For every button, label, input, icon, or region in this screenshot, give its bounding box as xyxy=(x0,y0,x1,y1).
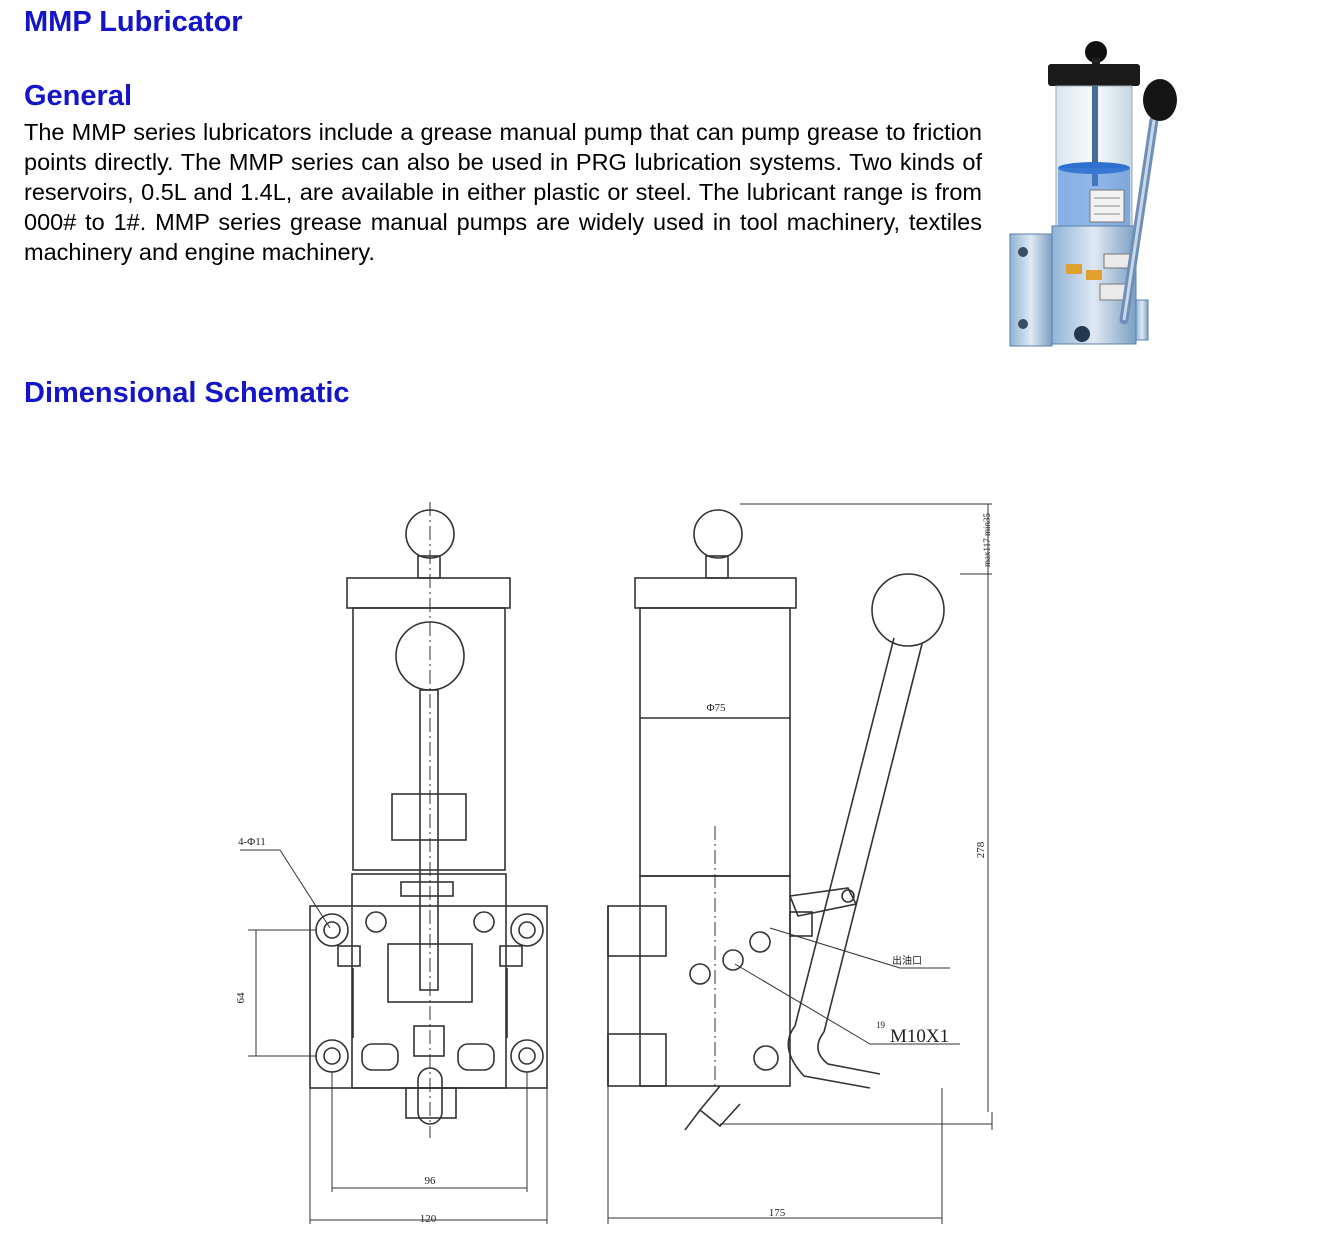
front-view xyxy=(240,502,548,1224)
base-width-label: 120 xyxy=(420,1213,437,1225)
outlet-label-a: 出油口 xyxy=(892,954,922,967)
depth-label: 175 xyxy=(769,1207,786,1219)
page-title: MMP Lubricator xyxy=(24,6,243,38)
height-label: 278 xyxy=(975,841,987,858)
holes-label: 4-Φ11 xyxy=(238,836,266,848)
product-photo xyxy=(1009,41,1177,347)
outlet-thread-label: M10X1 xyxy=(890,1026,949,1047)
spacing-label: 64 xyxy=(235,992,247,1004)
general-description: The MMP series lubricators include a gre… xyxy=(24,119,982,265)
dimensional-schematic: 4-Φ11 64 96 120 175 278 Φ75 max117 min35… xyxy=(235,502,993,1225)
general-heading: General xyxy=(24,80,132,112)
reservoir-diameter-label: Φ75 xyxy=(706,702,726,714)
side-view xyxy=(607,503,993,1224)
top-clearance-label: max117 min35 xyxy=(982,513,992,567)
outlet-label-b: 19 xyxy=(876,1020,886,1030)
schematic-heading: Dimensional Schematic xyxy=(24,377,350,409)
inner-width-label: 96 xyxy=(425,1175,437,1187)
